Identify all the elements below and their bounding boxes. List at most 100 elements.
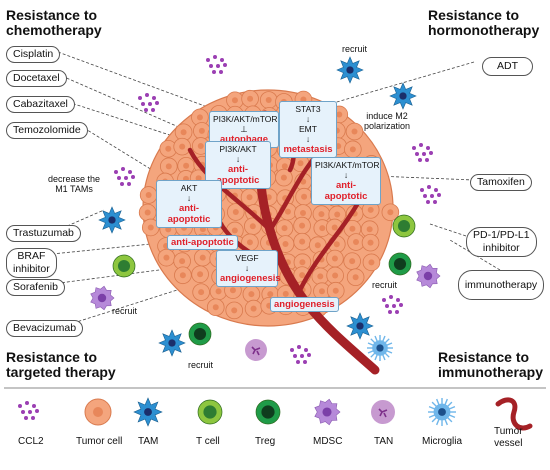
tumor-cell-nucleus [299,272,306,279]
ccl2-dot [220,58,224,62]
ccl2-dot [392,304,396,308]
tumor-cell-nucleus [332,272,339,279]
drug-immunotherapy: immunotherapy [458,270,544,300]
ccl2-dot [300,354,304,358]
ccl2-dot [148,102,152,106]
tumor-cell-nucleus [248,291,255,298]
ccl2-dot [389,295,393,299]
legend-label-treg: Treg [255,436,276,447]
tumor-cell-nucleus [349,146,356,153]
ccl2-dot [290,348,294,352]
tumor-cell-nucleus [368,259,375,266]
legend-icon-microglia-nucleus [438,408,446,416]
effect-autophage: autophage [219,134,269,145]
note-decrease-m1: decrease the M1 TAMs [48,174,100,194]
tam-bottom-left [158,329,186,357]
heading-targeted-line2: targeted therapy [6,364,116,380]
tam-bottom [346,312,374,340]
drug-cabazitaxel: Cabazitaxel [6,96,75,113]
connector-line-4 [329,61,475,105]
ccl2-dot [304,348,308,352]
legend-tumor-nucleus [93,407,103,417]
legend-icon-tan-nucleus [378,408,388,418]
tumor-cell-nucleus [299,222,306,229]
down-arrow-icon: ↓ [343,170,349,180]
ccl2-dot [219,70,223,74]
heading-hormonotherapy: Resistance to hormonotherapy [428,8,539,38]
ccl2-dot [25,401,29,405]
tumor-cell-nucleus [352,274,359,281]
tumor-cell-nucleus [267,291,274,298]
tam-left [98,206,126,234]
tumor-cell-nucleus [281,163,288,170]
ccl2-dot [124,176,128,180]
tumor-cell-nucleus [314,242,321,249]
legend-icon-tan [371,400,395,424]
heading-chemotherapy-line2: chemotherapy [6,22,102,38]
tumor-mass [138,89,400,327]
effect-anti-apoptotic-1: anti-apoptotic [216,164,260,186]
tumor-cell-nucleus [199,254,206,261]
effect-anti-apoptotic-2: anti-apoptotic [167,203,211,225]
tumor-cell-nucleus [334,211,341,218]
tumor-cell-nucleus [349,258,356,265]
tumor-cell-nucleus [299,238,306,245]
mech-pi3k-akt-label: PI3K/AKT [219,144,257,154]
inhibit-symbol: ⊥ [240,124,248,134]
legend-icon-mdsc-nucleus [322,407,332,417]
ccl2-dot [293,354,297,358]
tumor-cell-nucleus [281,225,288,232]
tumor-cell-nucleus [319,225,326,232]
note-induce-m2: induce M2 polarization [364,111,410,131]
tumor-cell-nucleus [232,208,239,215]
tumor-cell-nucleus [351,128,358,135]
down-arrow-icon: ↓ [235,154,241,164]
tumor-cell-nucleus [317,273,324,280]
drug-pd1-line1: PD-1/PD-L1 [473,229,530,241]
tumor-cell-nucleus [231,227,238,234]
tumor-cell-nucleus [331,224,338,231]
mdsc-left [90,285,115,311]
drug-braf-line2: inhibitor [13,263,50,275]
legend-vessel-line2: vessel [494,438,523,449]
tumor-cell-nucleus [231,97,238,104]
mech-stat3-emt-metastasis: STAT3 ↓ EMT ↓ metastasis [279,101,337,158]
effect-anti-apoptotic-solo: anti-apoptotic [167,235,238,250]
tumor-cell-nucleus [265,97,272,104]
tumor-cell-nucleus [336,111,343,118]
ccl2-dot [433,200,437,204]
legend-icon-treg-nucleus [261,405,275,419]
ccl2-dot [121,167,125,171]
ccl2-dot [141,102,145,106]
ccl2-dot [425,158,429,162]
ccl2-cluster-left2 [114,167,135,186]
tumor-cell-nucleus [197,271,204,278]
ccl2-dot [434,188,438,192]
drug-pd1-line2: inhibitor [482,242,520,254]
ccl2-dot [18,404,22,408]
legend-icon-tumor-cell [84,398,112,426]
mech-pi3k-mtor-antiapoptotic: PI3K/AKT/mTOR ↓ anti-apoptotic [311,157,381,205]
heading-chemotherapy: Resistance to chemotherapy [6,8,102,38]
note-recruit-right: recruit [372,280,398,290]
t-cell-right-nucleus [397,219,411,233]
mech-stat3-label: STAT3 [295,104,321,114]
ccl2-dot [307,353,311,357]
ccl2-dot [426,146,430,150]
ccl2-dot [429,151,433,155]
tumor-vessel-1 [187,147,273,233]
ccl2-dot [35,409,39,413]
ccl2-dot [388,310,392,314]
tumor-cell-nucleus [332,287,339,294]
mech-pi3k-mtor-2-label: PI3K/AKT/mTOR [315,160,380,170]
connector-line-10 [429,223,467,237]
legend-icon-ccl2 [18,401,39,420]
ccl2-dot [152,96,156,100]
tumor-cell-nucleus [246,194,253,201]
t-cell-left-nucleus [117,259,131,273]
ccl2-dot [297,345,301,349]
ccl2-dot [114,170,118,174]
ccl2-dot [382,298,386,302]
tumor-cell-nucleus [147,224,154,231]
tumor-cell-nucleus [231,307,238,314]
